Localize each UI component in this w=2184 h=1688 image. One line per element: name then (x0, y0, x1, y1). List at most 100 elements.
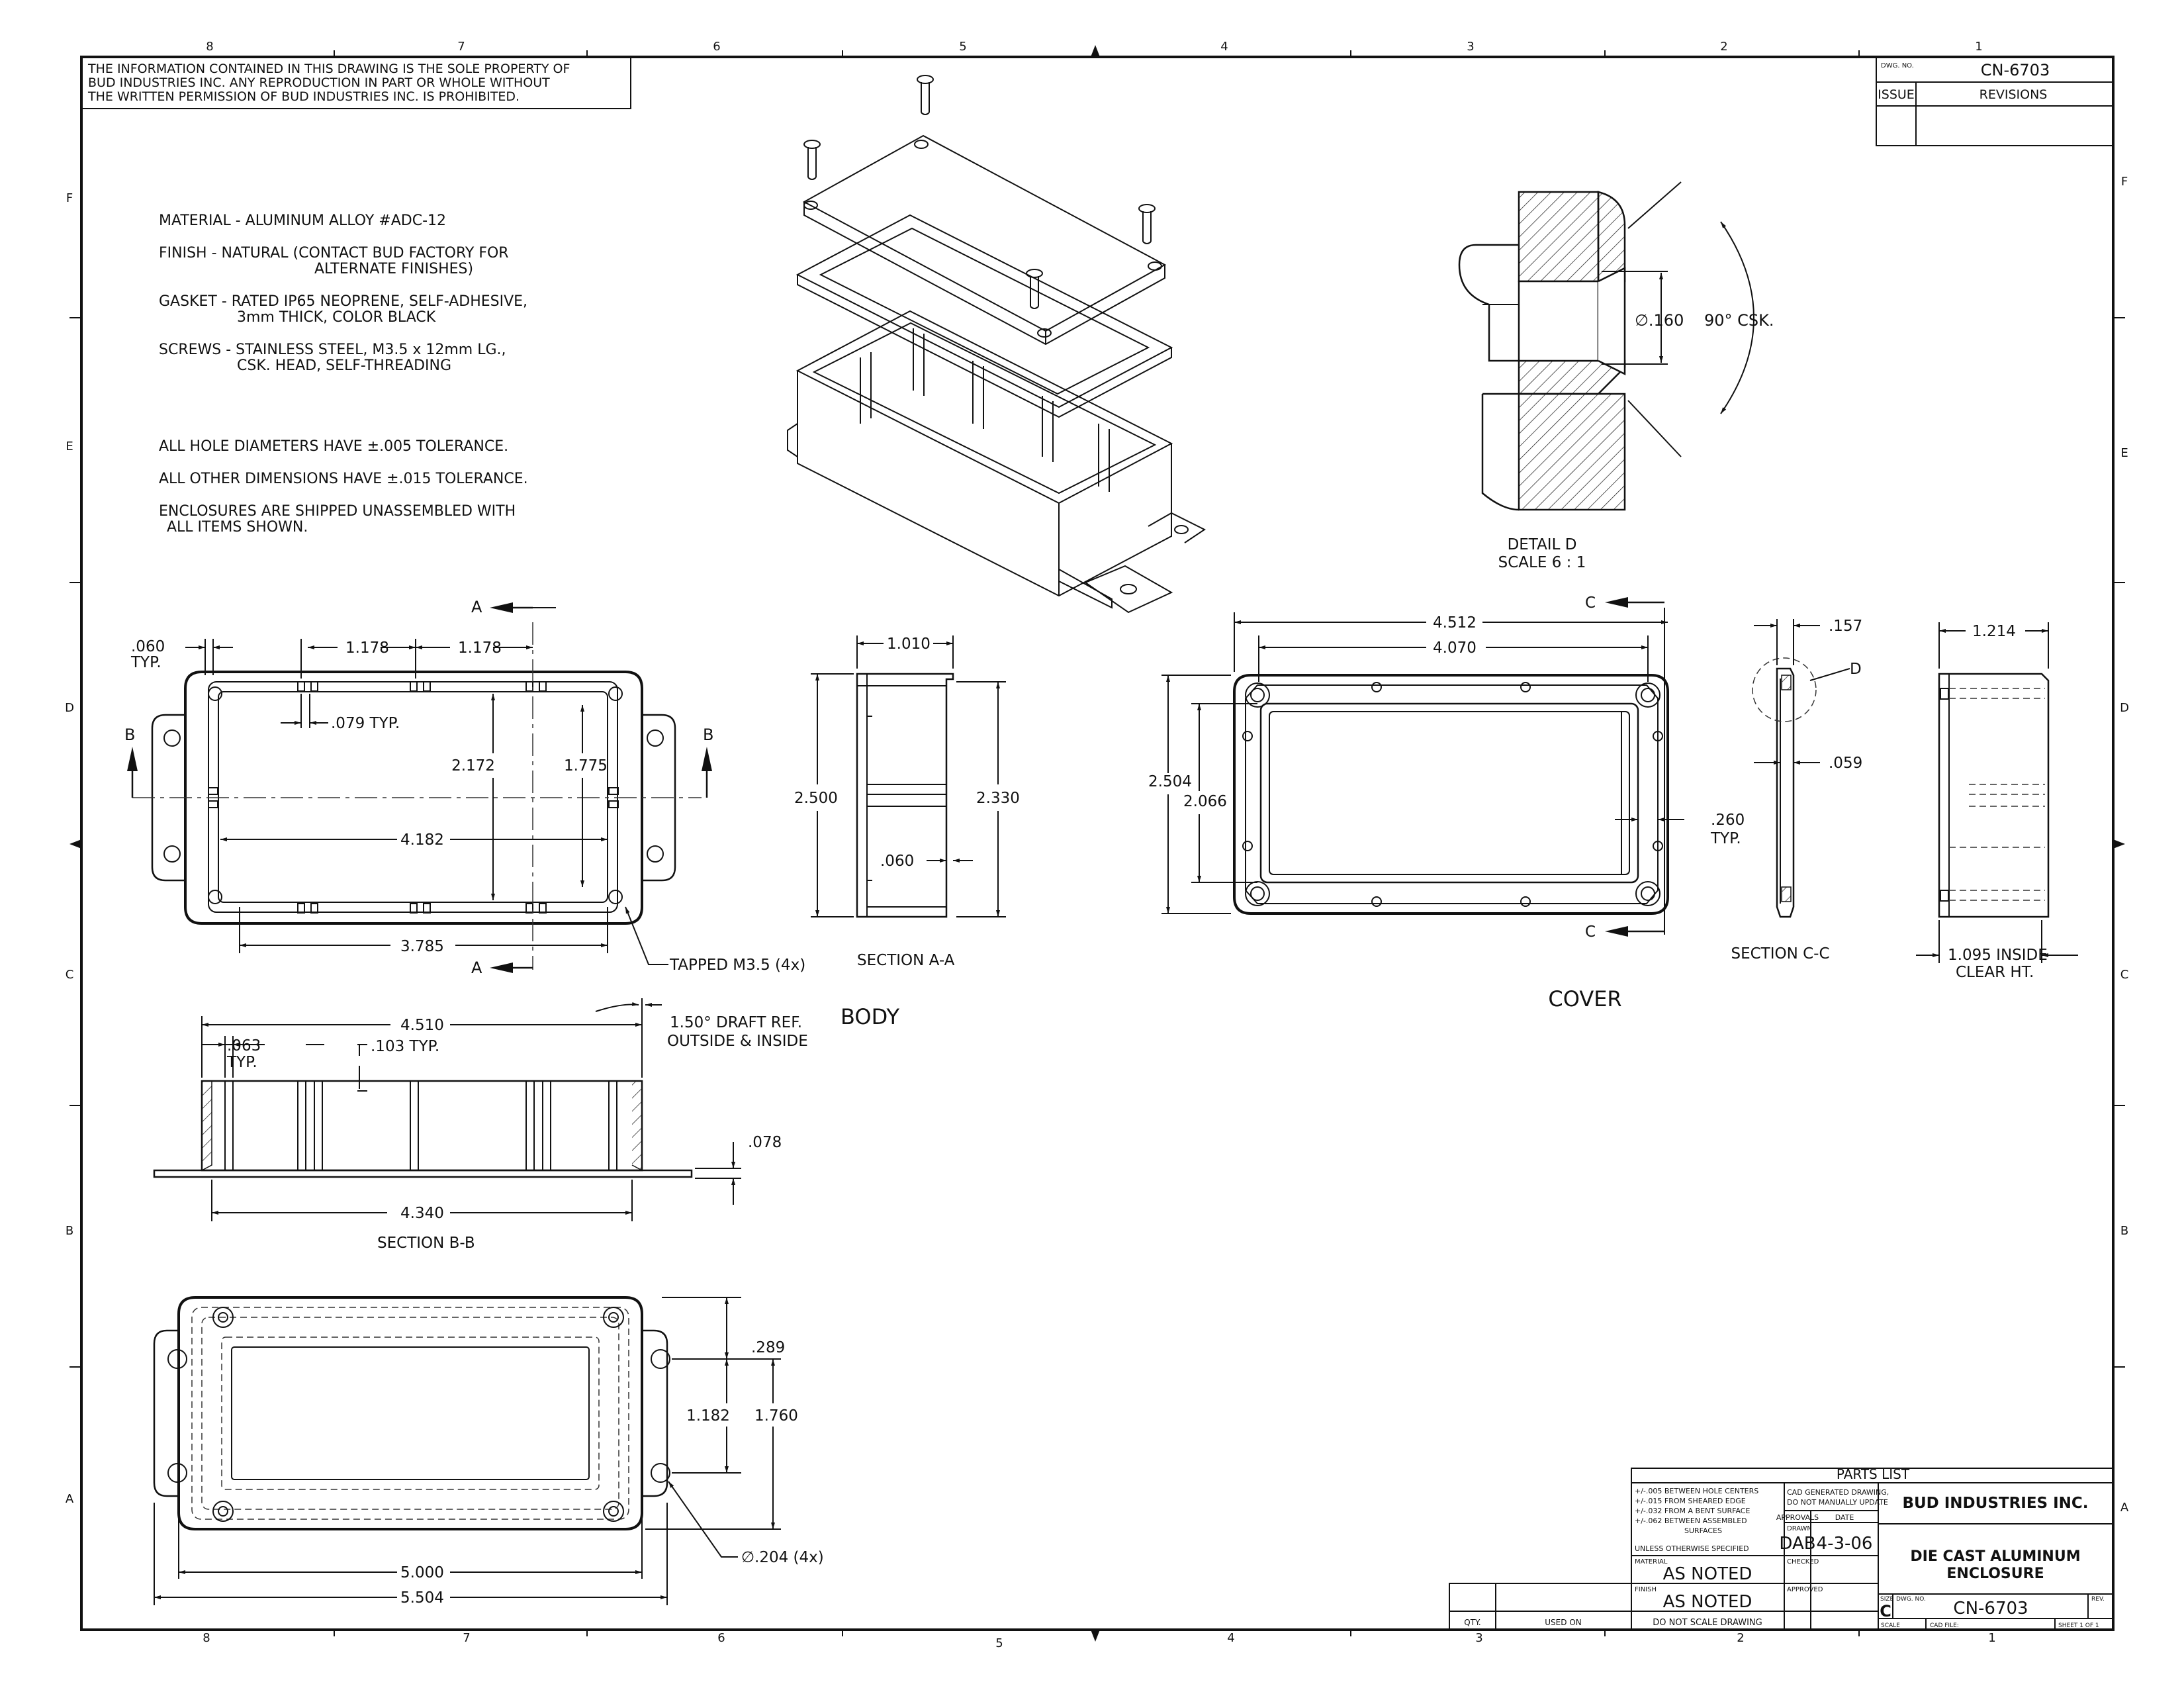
zone-col-top: 2 (1720, 40, 1727, 54)
zone-col-bottom: 3 (1475, 1631, 1482, 1645)
section-aa-view: 1.010 2.500 2.330 .060 SECTION A-A BODY (794, 635, 1020, 1029)
screw-icon (917, 75, 934, 115)
svg-text:UNLESS OTHERWISE SPECIFIED: UNLESS OTHERWISE SPECIFIED (1635, 1544, 1749, 1553)
zone-row-right: D (2120, 701, 2129, 715)
svg-text:4.512: 4.512 (1433, 614, 1477, 632)
svg-text:.059: .059 (1829, 755, 1862, 772)
svg-text:DRAWN: DRAWN (1787, 1525, 1812, 1532)
note-line: 3mm THICK, COLOR BLACK (237, 309, 436, 326)
company-name: BUD INDUSTRIES INC. (1902, 1495, 2088, 1512)
zone-row-right: A (2120, 1501, 2129, 1515)
svg-text:.103 TYP.: .103 TYP. (371, 1038, 439, 1055)
svg-text:BUD INDUSTRIES INC. ANY REPROD: BUD INDUSTRIES INC. ANY REPRODUCTION IN … (88, 75, 550, 90)
zone-col-bottom: 8 (203, 1631, 210, 1645)
zone-row-left: A (66, 1492, 74, 1506)
svg-text:TAPPED M3.5 (4x): TAPPED M3.5 (4x) (669, 957, 805, 974)
svg-text:.157: .157 (1829, 618, 1862, 635)
material-value: AS NOTED (1663, 1564, 1752, 1584)
svg-text:3.785: 3.785 (400, 938, 444, 955)
screw-icon (803, 140, 821, 180)
note-line: MATERIAL - ALUMINUM ALLOY #ADC-12 (159, 212, 446, 229)
section-cc-label: SECTION C-C (1731, 945, 1829, 962)
cover-section-letter: C (1585, 923, 1596, 941)
svg-text:TYP.: TYP. (130, 654, 161, 671)
svg-text:1.178: 1.178 (345, 639, 389, 657)
zone-row-right: B (2120, 1224, 2128, 1238)
title-dwg-no: CN-6703 (1953, 1599, 2028, 1618)
zone-col-top: 5 (959, 40, 966, 54)
svg-text:CLEAR HT.: CLEAR HT. (1956, 964, 2034, 981)
zone-col-top: 3 (1467, 40, 1474, 54)
detail-d-csk: 90° CSK. (1704, 311, 1774, 330)
svg-text:2.172: 2.172 (451, 757, 495, 774)
svg-text:TYP.: TYP. (1710, 830, 1741, 847)
cover-plate (802, 134, 1167, 346)
proprietary-notice: THE INFORMATION CONTAINED IN THIS DRAWIN… (81, 56, 631, 109)
svg-text:OUTSIDE & INSIDE: OUTSIDE & INSIDE (667, 1033, 808, 1050)
svg-text:1.775: 1.775 (564, 757, 608, 774)
zone-col-top: 4 (1220, 40, 1228, 54)
body-label: BODY (841, 1004, 899, 1029)
section-bb-label: SECTION B-B (377, 1235, 475, 1252)
note-line: SCREWS - STAINLESS STEEL, M3.5 x 12mm LG… (159, 342, 506, 358)
zone-col-bottom: 4 (1227, 1631, 1234, 1645)
zone-col-bottom: 6 (717, 1631, 725, 1645)
zone-col-top: 1 (1975, 40, 1982, 54)
svg-text:CAD GENERATED DRAWING,: CAD GENERATED DRAWING, (1787, 1488, 1889, 1497)
svg-text:1.182: 1.182 (686, 1407, 730, 1425)
drawing-title-line: DIE CAST ALUMINUM (1910, 1548, 2080, 1565)
svg-text:SURFACES: SURFACES (1684, 1526, 1722, 1535)
cover-view: C C 4.512 4.070 2.504 2.066 .260 TYP. CO… (1148, 594, 1745, 1011)
svg-text:5.000: 5.000 (400, 1564, 444, 1581)
drawing-border (69, 45, 2125, 1642)
note-line: ALTERNATE FINISHES) (314, 261, 473, 277)
detail-d-ref: D (1850, 661, 1862, 678)
note-line: CSK. HEAD, SELF-THREADING (237, 357, 451, 374)
svg-text:+/-.015 FROM SHEARED EDGE: +/-.015 FROM SHEARED EDGE (1635, 1497, 1746, 1505)
body-box (787, 310, 1206, 614)
sheet-size: C (1880, 1602, 1891, 1620)
svg-text:SCALE: SCALE (1881, 1622, 1900, 1629)
zone-row-left: C (66, 968, 74, 982)
zone-row-right: C (2120, 968, 2129, 982)
title-block: PARTS LIST QTY. USED ON DO NOT SCALE DRA… (1449, 1466, 2114, 1630)
detail-d-title: DETAIL D (1508, 536, 1577, 553)
svg-text:CAD FILE:: CAD FILE: (1930, 1622, 1959, 1629)
do-not-scale: DO NOT SCALE DRAWING (1653, 1618, 1762, 1628)
svg-text:FINISH: FINISH (1635, 1586, 1657, 1593)
svg-text:THE WRITTEN PERMISSION OF BUD: THE WRITTEN PERMISSION OF BUD INDUSTRIES… (87, 89, 520, 104)
svg-text:APPROVALS: APPROVALS (1776, 1513, 1819, 1522)
svg-text:.078: .078 (748, 1134, 782, 1151)
zone-row-left: F (66, 191, 73, 205)
svg-text:.060: .060 (880, 853, 914, 870)
svg-text:CHECKED: CHECKED (1787, 1558, 1819, 1566)
svg-text:2.066: 2.066 (1183, 793, 1227, 810)
note-line: ALL HOLE DIAMETERS HAVE ±.005 TOLERANCE. (159, 438, 508, 455)
side-view: 1.214 1.095 INSIDE CLEAR HT. (1916, 622, 2078, 981)
revision-block: DWG. NO. CN-6703 ISSUE REVISIONS (1876, 56, 2114, 146)
svg-text:2.500: 2.500 (794, 790, 838, 807)
zone-col-bottom: 7 (463, 1631, 470, 1645)
section-aa-label: SECTION A-A (857, 952, 955, 969)
detail-d-scale: SCALE 6 : 1 (1498, 554, 1586, 571)
svg-text:1.095 INSIDE: 1.095 INSIDE (1948, 947, 2048, 964)
parts-list-label: PARTS LIST (1837, 1466, 1910, 1482)
zone-row-right: E (2120, 446, 2128, 460)
zone-row-left: B (66, 1224, 73, 1238)
finish-value: AS NOTED (1663, 1592, 1752, 1612)
svg-text:CN-6703: CN-6703 (1981, 61, 2050, 79)
svg-text:4.070: 4.070 (1433, 639, 1477, 657)
drawn-date: 4-3-06 (1817, 1534, 1873, 1554)
zone-row-left: D (65, 701, 74, 715)
svg-text:DATE: DATE (1835, 1513, 1854, 1522)
svg-text:4.182: 4.182 (400, 831, 444, 849)
svg-text:B: B (124, 726, 135, 744)
zone-row-right: F (2121, 175, 2128, 189)
drawn-by: DAB (1779, 1534, 1815, 1554)
zone-col-bottom: 2 (1737, 1631, 1744, 1645)
zone-col-top: 6 (713, 40, 720, 54)
svg-text:REV.: REV. (2091, 1596, 2105, 1603)
svg-text:2.330: 2.330 (976, 790, 1020, 807)
general-notes: MATERIAL - ALUMINUM ALLOY #ADC-12 FINISH… (159, 212, 528, 536)
